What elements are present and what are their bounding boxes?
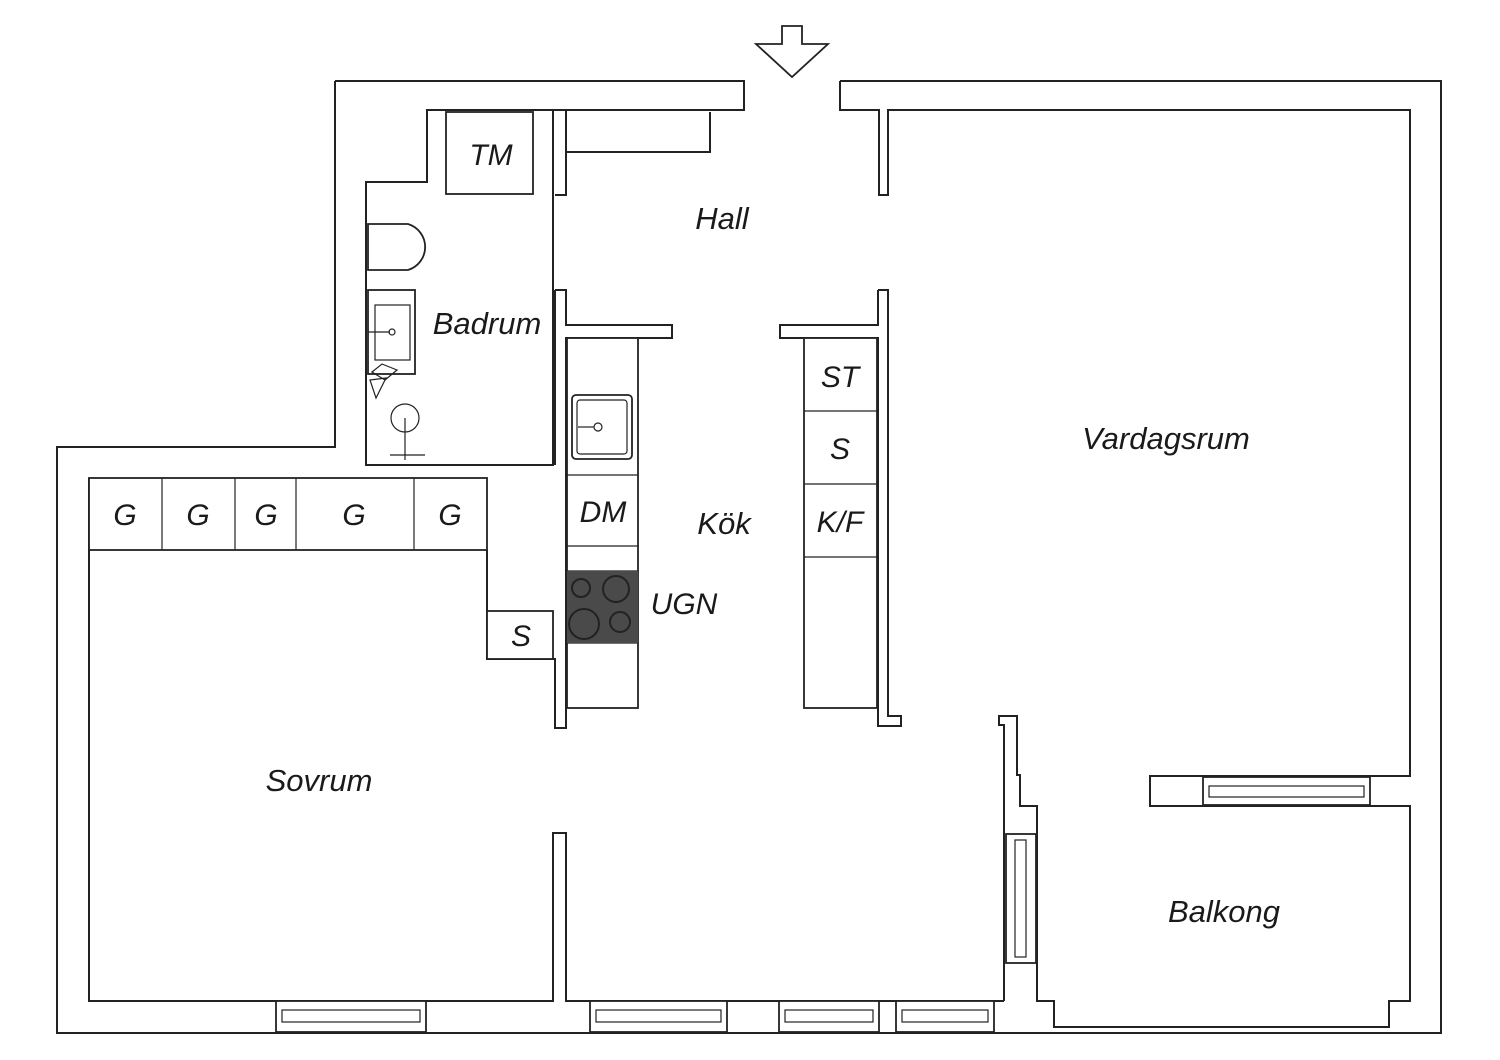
- bathroom-fixtures: [367, 111, 534, 460]
- window-living-1: [778, 1000, 880, 1033]
- entrance-arrow-icon: [753, 25, 831, 79]
- fixture-label-g-1: G: [113, 499, 136, 532]
- kitchen-right-counter: [803, 337, 878, 709]
- fixture-label-s-kitchen: S: [830, 433, 850, 466]
- room-label-badrum: Badrum: [433, 306, 542, 341]
- stove-icon: [567, 571, 638, 643]
- shower-icon: [369, 363, 425, 460]
- window-living-2: [895, 1000, 995, 1033]
- fixture-label-g-5: G: [438, 499, 461, 532]
- fixture-label-dm: DM: [580, 496, 627, 529]
- toilet-icon: [367, 223, 427, 271]
- sink-icon: [367, 289, 416, 375]
- room-label-hall: Hall: [695, 201, 750, 236]
- fixture-label-g-3: G: [254, 499, 277, 532]
- fixture-label-tm: TM: [469, 139, 512, 172]
- fixture-label-s-bedroom: S: [511, 620, 531, 653]
- room-label-sovrum: Sovrum: [266, 763, 373, 798]
- room-label-balkong: Balkong: [1168, 894, 1280, 929]
- kitchen-left-counter: [566, 337, 639, 709]
- tm-cabinet: [445, 111, 534, 195]
- room-label-vardagsrum: Vardagsrum: [1082, 421, 1250, 456]
- outer-walls: [56, 80, 1442, 1034]
- windows: [275, 776, 1371, 1033]
- window-balcony-side: [1005, 833, 1037, 964]
- fixture-label-kf: K/F: [817, 506, 865, 539]
- window-sovrum: [275, 1000, 427, 1033]
- window-kitchen: [589, 1000, 728, 1033]
- sink-icon: [571, 394, 633, 460]
- fixture-label-g-2: G: [186, 499, 209, 532]
- wardrobe-row: [88, 477, 554, 660]
- fixture-label-ugn: UGN: [651, 588, 718, 621]
- fixture-label-st: ST: [821, 361, 862, 394]
- room-label-kok: Kök: [697, 506, 752, 541]
- window-balcony-door: [1202, 776, 1371, 806]
- fixture-label-g-4: G: [342, 499, 365, 532]
